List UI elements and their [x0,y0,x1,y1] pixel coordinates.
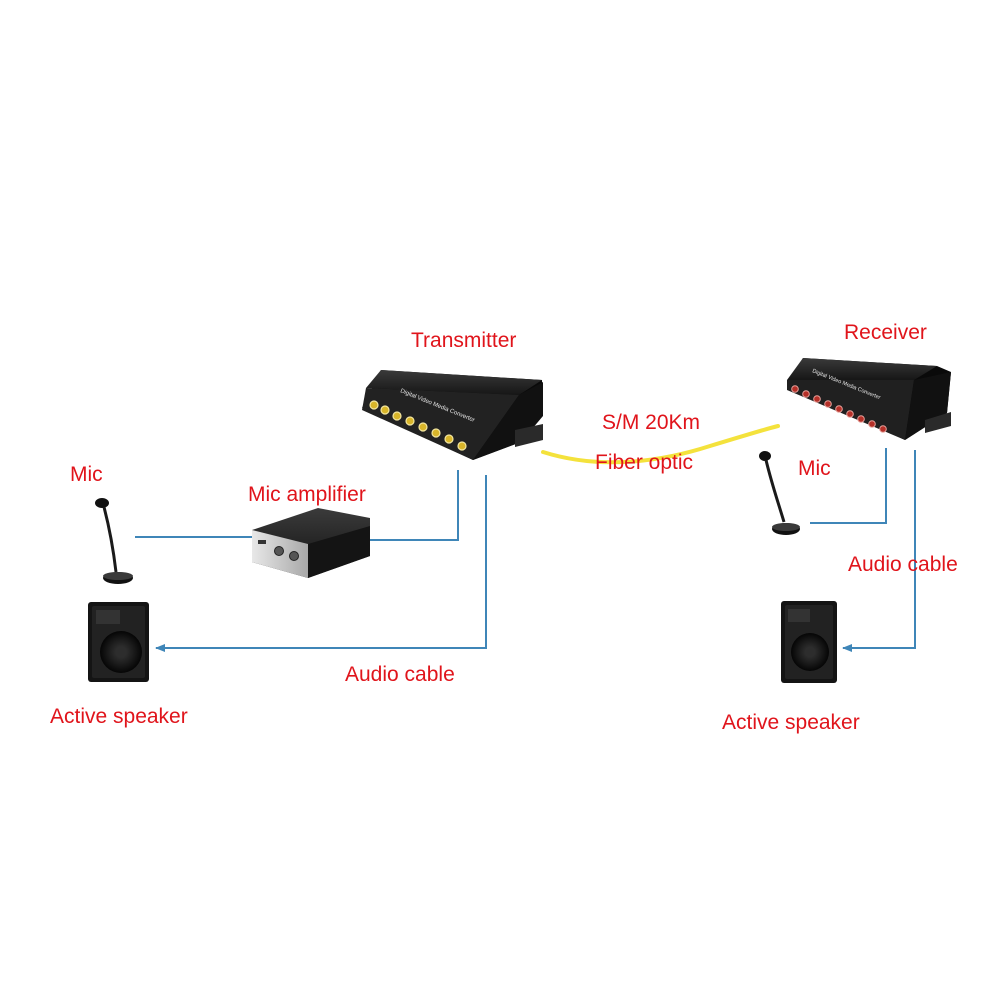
right-cabling [810,448,916,652]
mic-right-icon [759,451,800,535]
speaker-left-icon [88,602,149,682]
fiber-spec-label: S/M 20Km [602,411,701,434]
speaker-left-label: Active speaker [50,705,188,728]
speaker-right-icon [781,601,837,683]
fiber-optic-cable [541,424,780,465]
receiver-label: Receiver [844,321,927,344]
left-cabling [135,470,487,652]
mic-left-icon [95,498,133,584]
fiber-optic-label: Fiber optic [595,451,694,474]
mic-left-label: Mic [70,463,103,486]
audio-cable-right-label: Audio cable [848,553,958,576]
mic-to-receiver-cable [810,448,887,524]
transmitter-to-speaker-cable [155,475,487,652]
speaker-right-label: Active speaker [722,711,860,734]
receiver-port-row [791,385,887,433]
receiver-icon: Digital Video Media Converter [787,358,951,440]
mic-amplifier-label: Mic amplifier [248,483,366,506]
amplifier-icon [252,508,370,578]
audio-cable-left-label: Audio cable [345,663,455,686]
transmitter-label: Transmitter [411,329,517,352]
transmitter-port-row [369,400,467,451]
mic-right-label: Mic [798,457,831,480]
transmitter-icon: Digital Video Media Converter [362,370,543,460]
receiver-to-speaker-cable [842,450,916,652]
amp-to-transmitter-cable [366,470,459,541]
